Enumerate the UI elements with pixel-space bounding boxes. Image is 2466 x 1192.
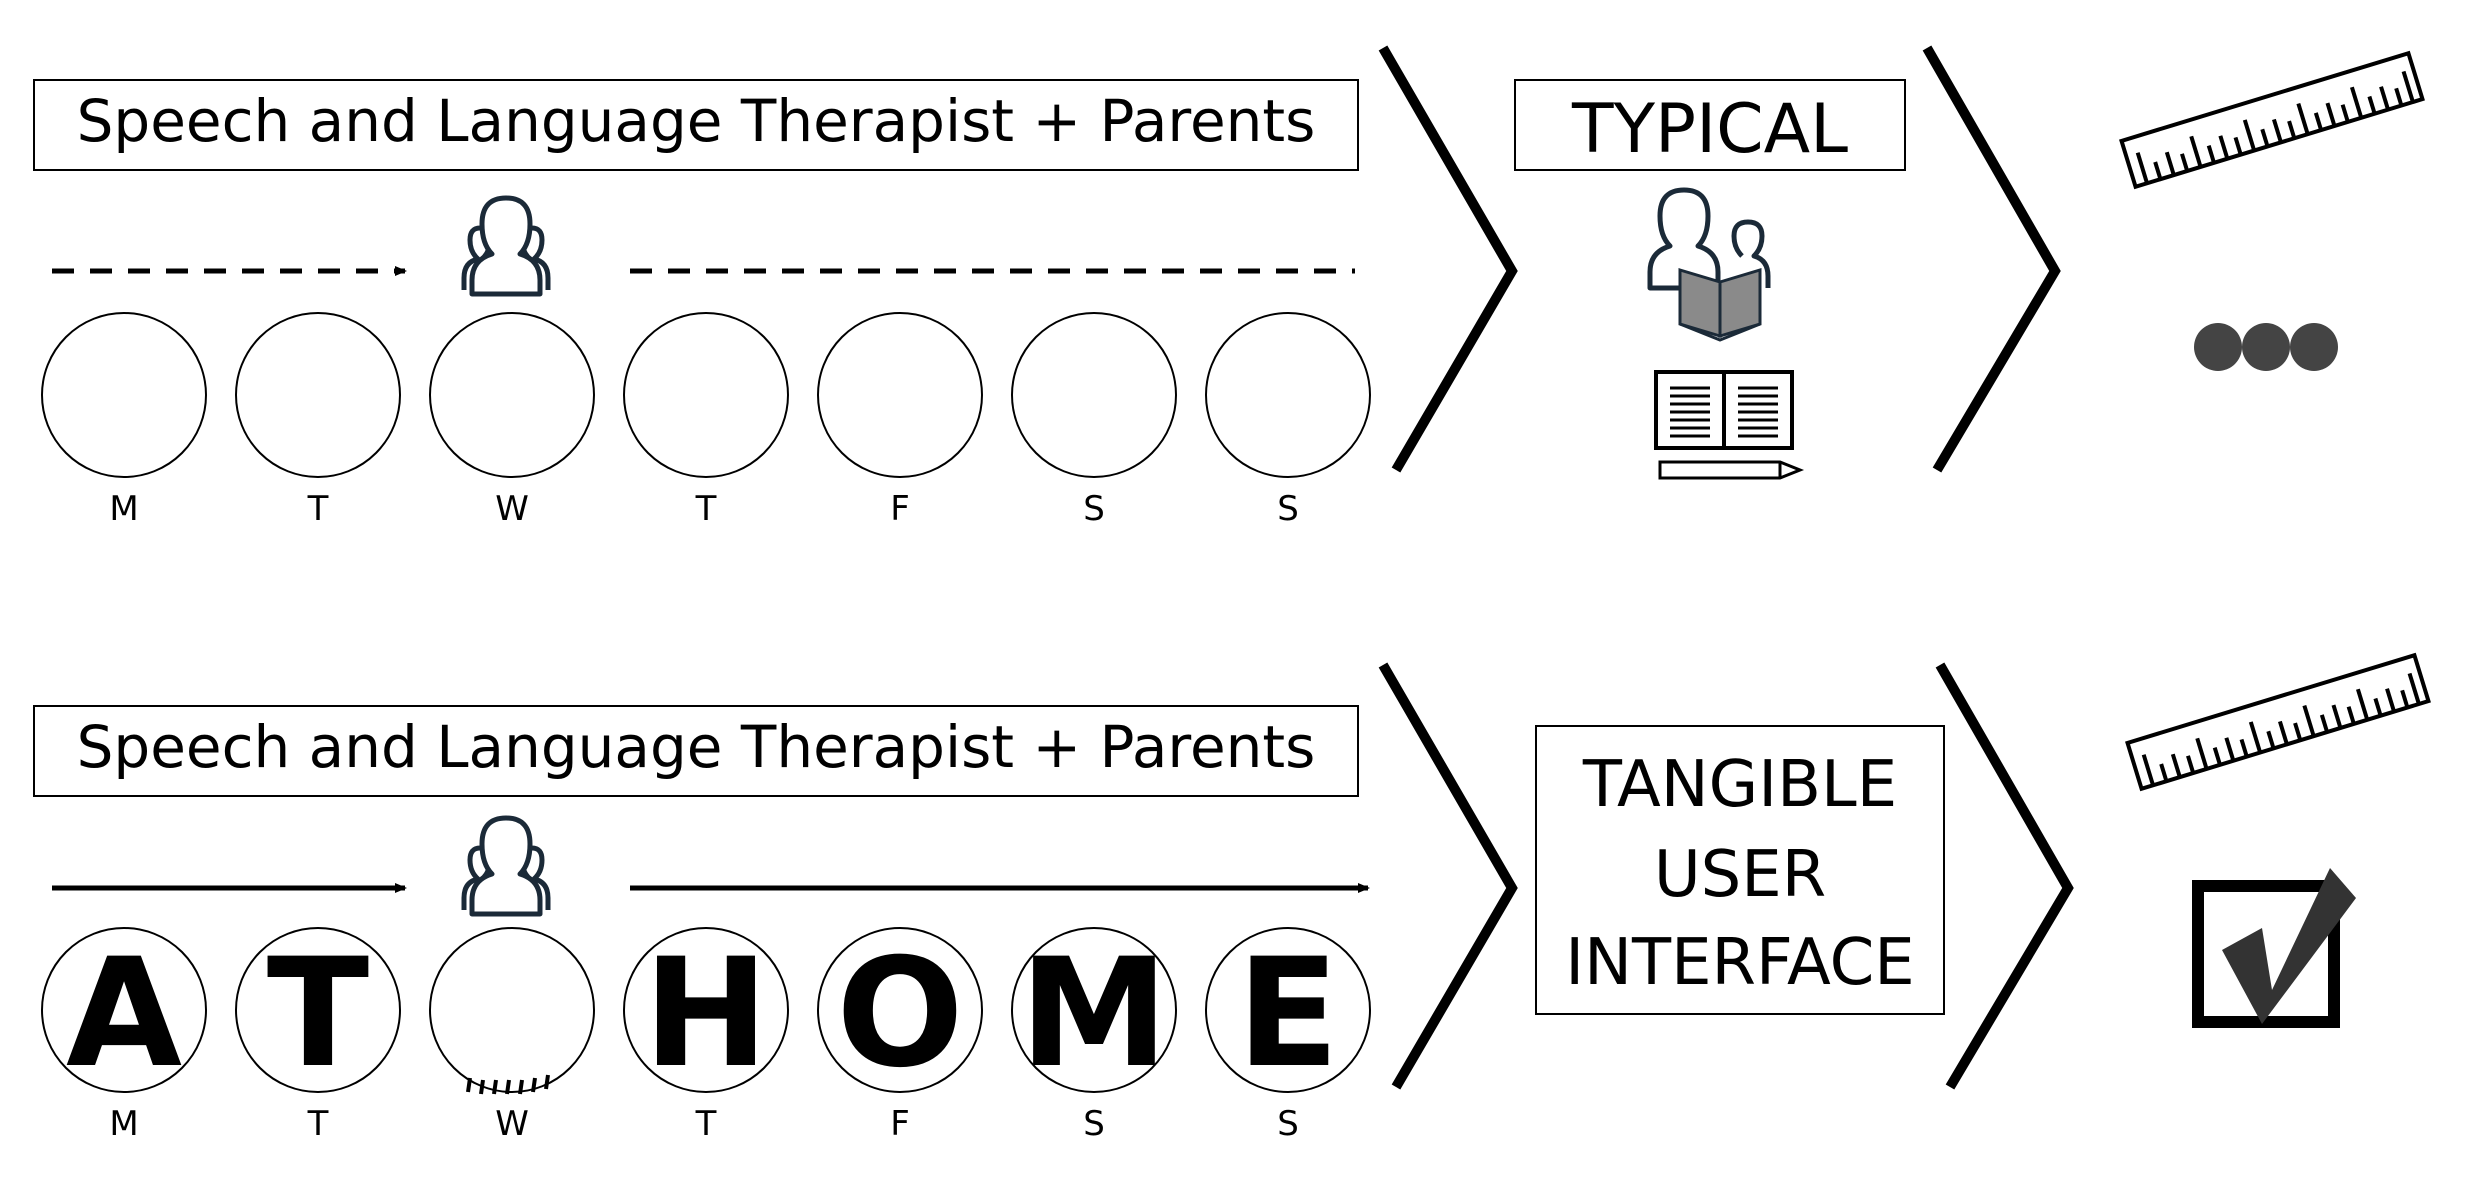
day-label: W	[495, 489, 529, 529]
day-letter: T	[267, 927, 369, 1101]
day-label: T	[307, 489, 329, 529]
day-label: T	[695, 489, 717, 529]
day-circle	[41, 927, 207, 1093]
day-letter: M	[1019, 927, 1168, 1101]
chevron-right-icon	[1378, 45, 1518, 473]
stage-label: TYPICAL	[1571, 90, 1848, 169]
day-circle	[1205, 312, 1371, 478]
stage-box	[1535, 725, 1945, 1015]
row-typical: Speech and Language Therapist + Parents …	[33, 45, 2425, 529]
header-box	[33, 79, 1359, 171]
stage-label-line-2: USER	[1654, 838, 1826, 912]
day-label: W	[495, 1104, 529, 1144]
day-circle	[1205, 927, 1371, 1093]
day-label: F	[890, 489, 910, 529]
reading-parent-child-icon	[1647, 187, 1771, 342]
checkbox-checked-icon	[2192, 868, 2356, 1028]
header-label: Speech and Language Therapist + Parents	[77, 87, 1316, 155]
pencil-icon	[1658, 460, 1805, 480]
day-circle	[817, 312, 983, 478]
stage-label-line-3: INTERFACE	[1565, 926, 1914, 1000]
row-tui: Speech and Language Therapist + Parents …	[33, 653, 2431, 1144]
chevron-right-icon	[1922, 45, 2061, 473]
day-label: M	[109, 489, 138, 529]
people-group-icon	[464, 198, 548, 294]
day-label: S	[1277, 1104, 1299, 1144]
stage-label-line-1: TANGIBLE	[1582, 748, 1897, 822]
day-label: S	[1083, 489, 1105, 529]
day-circle	[623, 312, 789, 478]
hatch-marks	[466, 1074, 550, 1095]
day-circle	[1011, 927, 1177, 1093]
day-label: F	[890, 1104, 910, 1144]
ellipsis-icon	[2194, 323, 2338, 371]
day-label: M	[109, 1104, 138, 1144]
chevron-right-icon	[1935, 662, 2074, 1090]
header-label: Speech and Language Therapist + Parents	[77, 713, 1316, 781]
day-label: S	[1277, 489, 1299, 529]
chevron-right-icon	[1378, 662, 1518, 1090]
day-circle	[1011, 312, 1177, 478]
day-circle	[429, 927, 595, 1093]
ruler-icon	[2119, 51, 2425, 189]
day-letter: A	[66, 927, 182, 1101]
day-circle	[41, 312, 207, 478]
day-letter: H	[643, 927, 769, 1101]
day-circle	[429, 312, 595, 478]
day-letter: E	[1237, 927, 1339, 1101]
day-circle	[817, 927, 983, 1093]
day-circle	[235, 927, 401, 1093]
ruler-icon	[2125, 653, 2431, 791]
people-group-icon	[464, 818, 548, 914]
header-box	[33, 705, 1359, 797]
notebook-icon	[1654, 370, 1794, 450]
day-circle	[235, 312, 401, 478]
day-letter: O	[836, 927, 964, 1101]
day-label: T	[307, 1104, 329, 1144]
day-label: S	[1083, 1104, 1105, 1144]
day-label: T	[695, 1104, 717, 1144]
day-circle	[623, 927, 789, 1093]
stage-box	[1514, 79, 1906, 171]
